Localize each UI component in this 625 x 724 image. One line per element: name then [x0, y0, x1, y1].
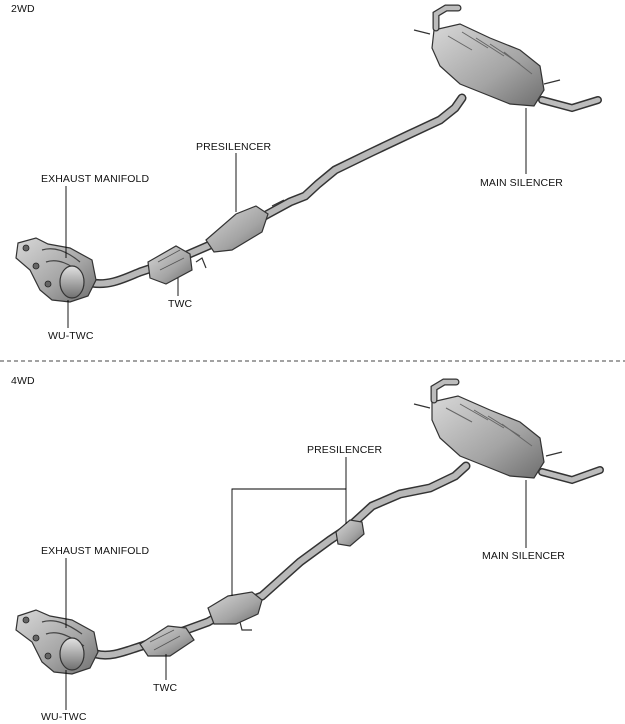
label-presilencer-4wd: PRESILENCER [307, 444, 383, 456]
4wd-assembly [15, 378, 604, 710]
section-title-4wd: 4WD [11, 375, 35, 387]
label-twc-4wd: TWC [153, 682, 178, 694]
section-title-2wd: 2WD [11, 3, 35, 15]
4wd-main-silencer [413, 378, 604, 485]
2wd-exhaust-manifold [15, 237, 97, 303]
4wd-leader-presilencer [231, 488, 347, 596]
2wd-presilencer [205, 199, 285, 253]
label-exhaust-manifold-2wd: EXHAUST MANIFOLD [41, 173, 150, 185]
label-wu-twc-2wd: WU-TWC [48, 330, 94, 342]
4wd-exhaust-manifold [15, 609, 99, 675]
4wd-leader-lines [65, 457, 527, 710]
4wd-twc [139, 625, 195, 657]
4wd-pipe [91, 461, 471, 660]
label-exhaust-manifold-4wd: EXHAUST MANIFOLD [41, 545, 150, 557]
label-wu-twc-4wd: WU-TWC [41, 711, 87, 723]
2wd-assembly [15, 4, 602, 328]
4wd-presilencer-rear [335, 519, 365, 547]
4wd-presilencer-front [207, 591, 263, 631]
2wd-pipe [87, 93, 467, 289]
label-main-silencer-2wd: MAIN SILENCER [480, 177, 563, 189]
label-twc-2wd: TWC [168, 298, 193, 310]
2wd-twc [147, 245, 207, 285]
2wd-main-silencer [413, 4, 602, 113]
label-presilencer-2wd: PRESILENCER [196, 141, 272, 153]
2wd-leader-lines [65, 108, 527, 328]
label-main-silencer-4wd: MAIN SILENCER [482, 550, 565, 562]
